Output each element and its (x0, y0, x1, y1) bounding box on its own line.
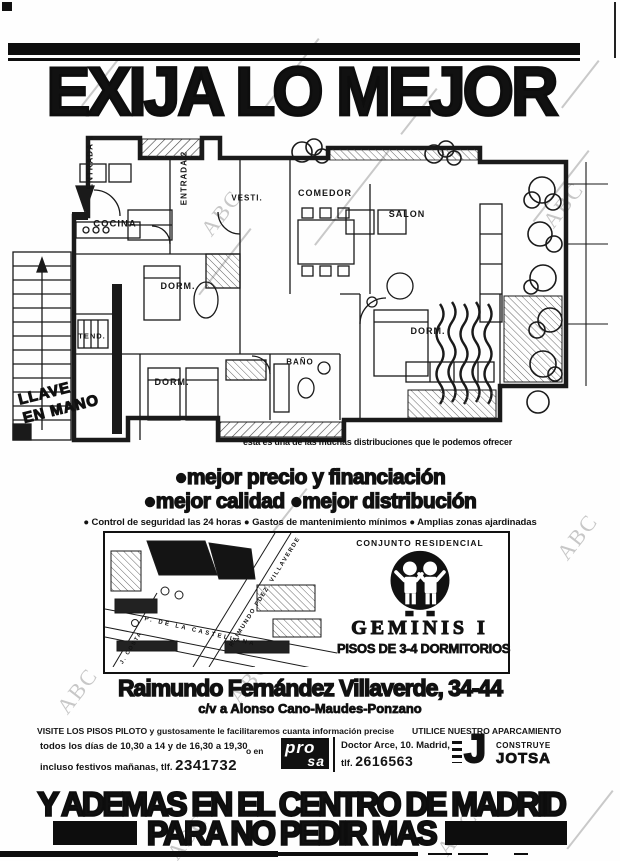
address-line2: c/v a Alonso Cano-Maudes-Ponzano (198, 701, 422, 717)
visit-note: VISITE LOS PISOS PILOTO y gustosamente l… (37, 726, 394, 736)
floor-plan: ENTRADA 1 ENTRADA 2 COCINA VESTI. COMEDO… (10, 124, 610, 446)
scan-edge-mark (613, 2, 616, 58)
phone-number-1: 2341732 (175, 757, 238, 774)
jotsa-logo-letter: J (463, 726, 487, 772)
bottom-rule (428, 853, 452, 855)
banner-bar-right (445, 821, 568, 845)
bottom-banner-line1: Y ADEMAS EN EL CENTRO DE MADRID (37, 784, 568, 824)
opening-hours-2: incluso festivos mañanas, tlf. 2341732 (40, 757, 237, 774)
hours2-text: incluso festivos mañanas, tlf. (40, 762, 173, 773)
jotsa-logo-lines (452, 741, 462, 763)
map-drawing (105, 533, 337, 667)
laundry-rack (77, 319, 109, 349)
room-label-kitchen: COCINA (93, 218, 137, 230)
builder-action-label: CONSTRUYE (496, 741, 551, 750)
office-address: Doctor Arce, 10. Madrid, 2 (341, 740, 458, 751)
visit-note-bold: VISITE LOS PISOS PILOTO (37, 726, 148, 736)
banner-bar-left (52, 821, 137, 845)
features-line: ● Control de seguridad las 24 horas ● Ga… (83, 517, 537, 528)
bedroom1-furniture (143, 253, 241, 321)
opening-hours: todos los días de 10,30 a 14 y de 16,30 … (40, 741, 248, 752)
parking-note: UTILICE NUESTRO APARCAMIENTO (412, 726, 562, 736)
headline-top-bar (8, 43, 580, 55)
prosa-logo-top: pro (285, 738, 316, 757)
kitchen-fixtures (75, 163, 173, 241)
address-line1: Raimundo Fernández Villaverde, 34-44 (117, 674, 504, 701)
bedroom2-furniture (147, 359, 267, 421)
floor-plan-drawing (12, 135, 608, 443)
office-phone: tlf. 2616563 (341, 753, 413, 769)
claim-price: ●mejor precio y financiación (174, 465, 446, 489)
bottom-banner-line2: PARA NO PEDIR MAS (0, 812, 620, 853)
stairwell (12, 251, 72, 441)
project-name: GEMINIS I (351, 617, 489, 640)
project-panel: CONJUNTO RESIDENCIAL (337, 533, 511, 667)
bottom-rule (458, 853, 488, 855)
dining-furniture (297, 207, 355, 277)
room-label-bath: BAÑO (286, 357, 314, 367)
tlf-label: tlf. (341, 758, 353, 769)
room-label-bedroom2: DORM. (154, 377, 190, 387)
plan-caption: esta es una de las muchas distribuciones… (243, 437, 512, 447)
bottom-rule (278, 852, 418, 856)
claim-quality: ●mejor calidad ●mejor distribución (143, 489, 478, 513)
bathroom-fixtures (273, 361, 331, 413)
prosa-logo: pro sa (281, 738, 329, 769)
bottom-banner-line2-text: PARA NO PEDIR MAS (146, 812, 439, 852)
gemini-twins-icon (385, 550, 455, 625)
room-label-bedroom3: DORM. (410, 326, 446, 336)
bottom-rule (0, 851, 278, 857)
phone-number-2: 2616563 (355, 753, 414, 769)
headline: EXIJA LO MEJOR (45, 52, 560, 130)
headline-rule (8, 58, 580, 61)
entrance1-label: ENTRADA 1 (85, 134, 95, 190)
prosa-logo-bottom: sa (307, 753, 325, 769)
living-furniture (345, 203, 503, 383)
visit-note-rest: y gustosamente le facilitaremos cuanta i… (147, 726, 395, 736)
or-in-label: o en (246, 746, 264, 756)
scan-corner-mark (2, 2, 12, 11)
room-label-bedroom1: DORM. (160, 281, 196, 291)
entrance2-label: ENTRADA 2 (179, 150, 189, 206)
jotsa-logo: J CONSTRUYE JOTSA (452, 726, 582, 775)
bottom-rule (514, 853, 528, 855)
terrace-plants (291, 138, 563, 414)
room-label-dining: COMEDOR (298, 188, 352, 198)
room-label-hall: VESTI. (231, 193, 263, 203)
location-project-box: RAIMUNDO FDEZ. VILLAVERDE P. DE LA CASTE… (103, 531, 511, 674)
divider-rule (333, 737, 335, 772)
project-tagline: PISOS DE 3-4 DORMITORIOS (337, 641, 511, 657)
room-label-living: SALON (388, 209, 426, 219)
room-label-laundry: TEND. (78, 331, 106, 341)
project-kicker: CONJUNTO RESIDENCIAL (356, 538, 484, 548)
entrance-arrow-icon (75, 185, 95, 214)
location-map: RAIMUNDO FDEZ. VILLAVERDE P. DE LA CASTE… (105, 533, 337, 667)
builder-name: JOTSA (496, 750, 552, 768)
